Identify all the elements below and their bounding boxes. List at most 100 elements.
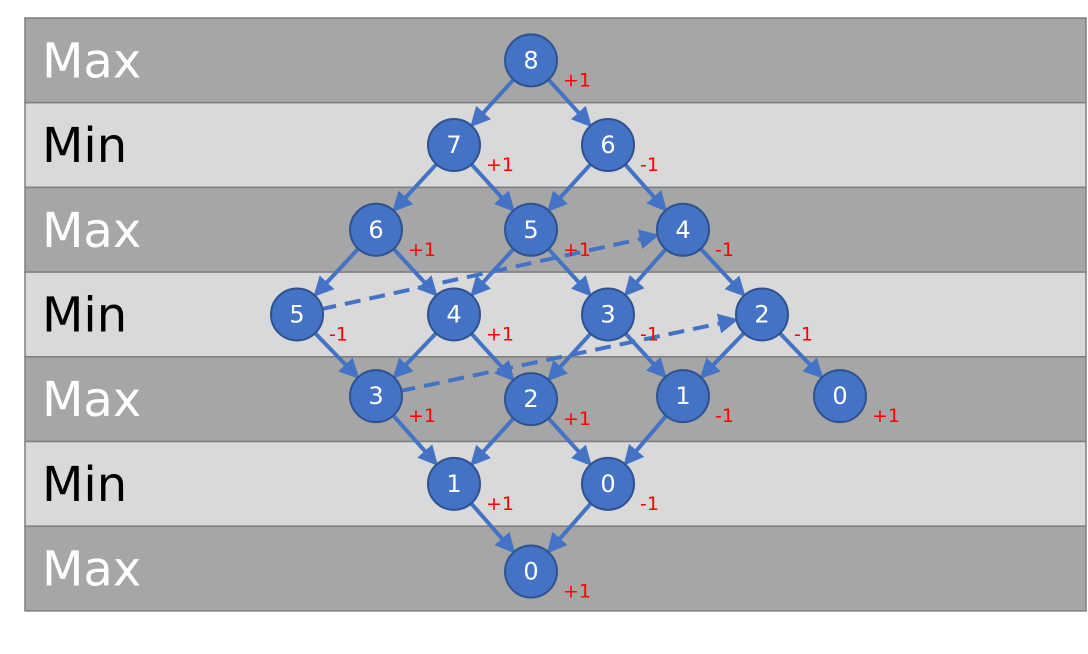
node-score: +1	[486, 493, 514, 515]
node-value: 5	[523, 216, 538, 244]
tree-node: 4 +1	[427, 287, 514, 345]
row-band-2: Min	[24, 101, 1087, 189]
node-score: +1	[872, 405, 900, 427]
node-score: -1	[715, 405, 734, 427]
edge-n2a-to-n0a	[778, 331, 824, 379]
node-circle	[581, 118, 635, 173]
edge-n6a-to-n4a	[623, 163, 668, 212]
edge-n2b-to-n1b	[470, 417, 515, 467]
edge-n4b-to-n2b	[470, 332, 515, 382]
node-score: +1	[408, 239, 436, 261]
node-circle	[735, 287, 789, 342]
edge-n4a-to-n3a	[623, 247, 668, 297]
edge-n2b-to-n0b	[547, 417, 592, 467]
tree-node: 6 +1	[349, 202, 436, 261]
node-value: 1	[675, 382, 690, 410]
tree-node: 7 +1	[427, 118, 514, 176]
node-value: 7	[446, 131, 461, 159]
edge-n4a-to-n2a	[699, 247, 746, 297]
node-score: +1	[408, 405, 436, 427]
node-value: 5	[289, 300, 304, 328]
node-value: 8	[523, 46, 538, 74]
node-value: 3	[368, 382, 383, 410]
node-circle	[427, 118, 481, 173]
node-score: -1	[329, 323, 348, 345]
edge-n7-to-n5a	[470, 162, 515, 212]
node-value: 0	[600, 470, 615, 498]
tree-node: 1 -1	[656, 369, 734, 427]
dashed-edge-n3b-to-n2a	[399, 313, 739, 394]
node-value: 6	[368, 216, 383, 244]
row-label: Max	[42, 203, 141, 259]
node-value: 2	[523, 385, 538, 413]
node-value: 6	[600, 131, 615, 159]
tree-node: 1 +1	[427, 456, 514, 515]
node-circle	[349, 369, 403, 424]
node-circle	[504, 372, 558, 427]
node-value: 4	[446, 300, 461, 328]
node-score: -1	[640, 493, 659, 515]
node-circle	[656, 369, 710, 424]
node-circle	[427, 287, 481, 342]
tree-node: 0 +1	[813, 369, 900, 427]
row-label: Max	[42, 542, 141, 598]
node-score: +1	[563, 581, 591, 603]
node-value: 4	[675, 216, 690, 244]
tree-node: 2-1	[735, 287, 813, 345]
row-label: Max	[42, 372, 141, 428]
node-circle	[504, 33, 558, 88]
row-band-6: Min	[24, 440, 1087, 527]
tree-node: 4 -1	[656, 202, 734, 261]
edge-n3b-to-n1b	[391, 414, 439, 466]
node-value: 0	[832, 382, 847, 410]
row-label: Max	[42, 33, 141, 89]
edge-n3a-to-n2b	[547, 332, 592, 382]
tree-node: 3 -1	[581, 287, 659, 345]
dashed-edges	[320, 229, 739, 394]
edge-n6a-to-n5a	[547, 162, 592, 212]
node-circle	[504, 202, 558, 257]
node-circle	[656, 202, 710, 257]
node-circle	[504, 544, 558, 599]
row-label: Min	[42, 457, 127, 513]
node-circle	[813, 369, 867, 424]
edge-n6b-to-n5b	[313, 247, 360, 297]
node-score: -1	[794, 323, 813, 345]
tree-node: 0 +1	[504, 544, 591, 603]
tree-node: 5 -1	[270, 287, 348, 345]
row-band-background	[24, 101, 1087, 189]
node-score: -1	[640, 154, 659, 176]
node-score: -1	[715, 239, 734, 261]
row-label: Min	[42, 287, 127, 343]
node-score: +1	[486, 154, 514, 176]
tree-node: 8+1	[504, 33, 591, 91]
node-circle	[581, 287, 635, 342]
node-score: +1	[563, 239, 591, 261]
row-band-background	[24, 271, 1087, 358]
tree-node: 0 -1	[581, 456, 659, 515]
edge-n8-to-n6a	[547, 78, 592, 128]
nodes: 8+17+16-16+15+14-15-14+13-12-13+12+11-10…	[270, 33, 900, 603]
edge-n8-to-n7	[470, 78, 515, 128]
edge-n0b-to-n0c	[546, 502, 593, 554]
tree-node: 6 -1	[581, 118, 659, 176]
tree-node: 3 +1	[349, 369, 436, 427]
edge-n2a-to-n1a	[699, 331, 746, 379]
node-circle	[270, 287, 324, 342]
tree-node: 5 +1	[504, 202, 591, 261]
node-circle	[581, 456, 635, 511]
node-circle	[427, 456, 481, 511]
row-band-background	[24, 440, 1087, 527]
edge-n5b-to-n3b	[313, 331, 360, 379]
edge-n1b-to-n0c	[469, 502, 516, 554]
tree-node: 2+1	[504, 372, 591, 430]
edge-n1a-to-n0b	[623, 414, 668, 466]
node-score: +1	[486, 323, 514, 345]
node-value: 1	[446, 470, 461, 498]
node-value: 0	[523, 558, 538, 586]
row-label: Min	[42, 118, 127, 174]
node-value: 3	[600, 300, 615, 328]
node-score: -1	[640, 323, 659, 345]
node-circle	[349, 202, 403, 257]
